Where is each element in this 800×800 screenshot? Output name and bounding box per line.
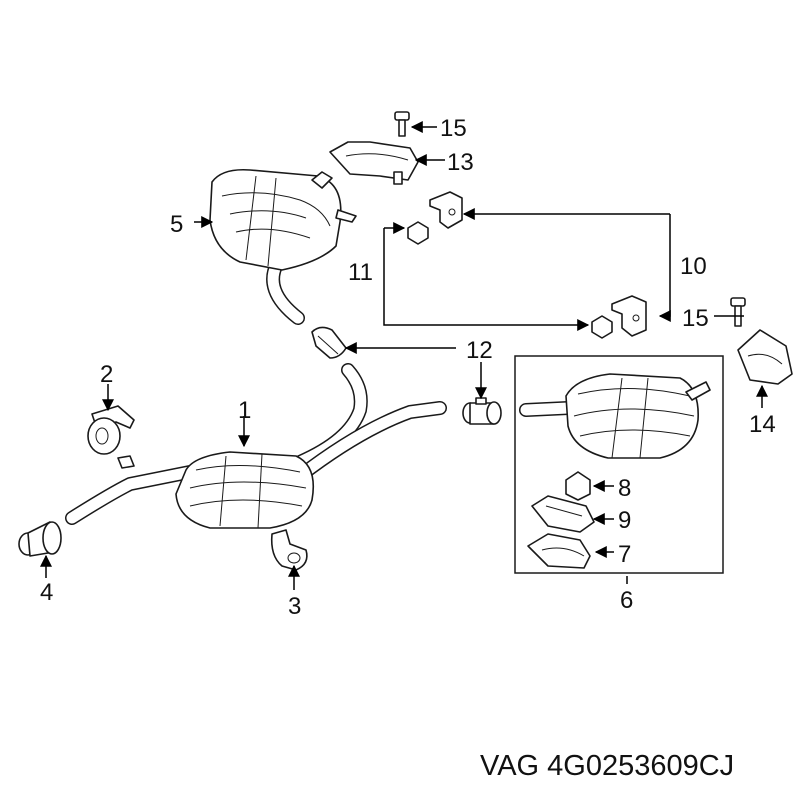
- nut-lower: [591, 315, 613, 339]
- callout-8: 8: [618, 475, 631, 502]
- kit-silencer: [519, 373, 711, 459]
- callout-6: 6: [620, 587, 633, 614]
- callout-1: 1: [238, 397, 251, 424]
- callout-11: 11: [348, 259, 373, 286]
- bracket-lower: [611, 295, 647, 337]
- callout-14: 14: [749, 411, 776, 438]
- callout-5: 5: [170, 211, 183, 238]
- bolt-top: [394, 111, 410, 137]
- callout-7: 7: [618, 541, 631, 568]
- callout-15-top: 15: [440, 115, 467, 142]
- clamp-right: [462, 397, 502, 425]
- hanger-left: [87, 405, 135, 455]
- heat-shield: [329, 141, 419, 185]
- front-pipe: [65, 363, 447, 525]
- nut-upper: [407, 221, 429, 245]
- kit-bracket: [531, 495, 595, 533]
- callout-9: 9: [618, 507, 631, 534]
- kit-nut: [565, 471, 591, 501]
- center-muffler: [117, 451, 315, 529]
- callout-labels: 1 2 3 4 5 6 7 8 9 10 11 12 13 14 15 15: [40, 115, 776, 620]
- callout-12: 12: [466, 337, 493, 364]
- clamp-front: [18, 521, 62, 557]
- clamp-upper: [311, 326, 347, 359]
- kit-heat-shield: [527, 533, 591, 569]
- callout-13: 13: [447, 149, 474, 176]
- mount-bracket-right: [737, 329, 793, 385]
- rear-silencer: [209, 168, 357, 325]
- clamp-lower: [270, 529, 308, 571]
- part-number-caption: VAG 4G0253609CJ: [480, 750, 734, 782]
- callout-2: 2: [100, 361, 113, 388]
- callout-10: 10: [680, 253, 707, 280]
- kit-box: [514, 355, 724, 574]
- callout-3: 3: [288, 593, 301, 620]
- bolt-right: [730, 297, 746, 327]
- leader-lines: [40, 121, 768, 590]
- callout-4: 4: [40, 579, 53, 606]
- bracket-upper: [429, 191, 463, 229]
- callout-15-right: 15: [682, 305, 709, 332]
